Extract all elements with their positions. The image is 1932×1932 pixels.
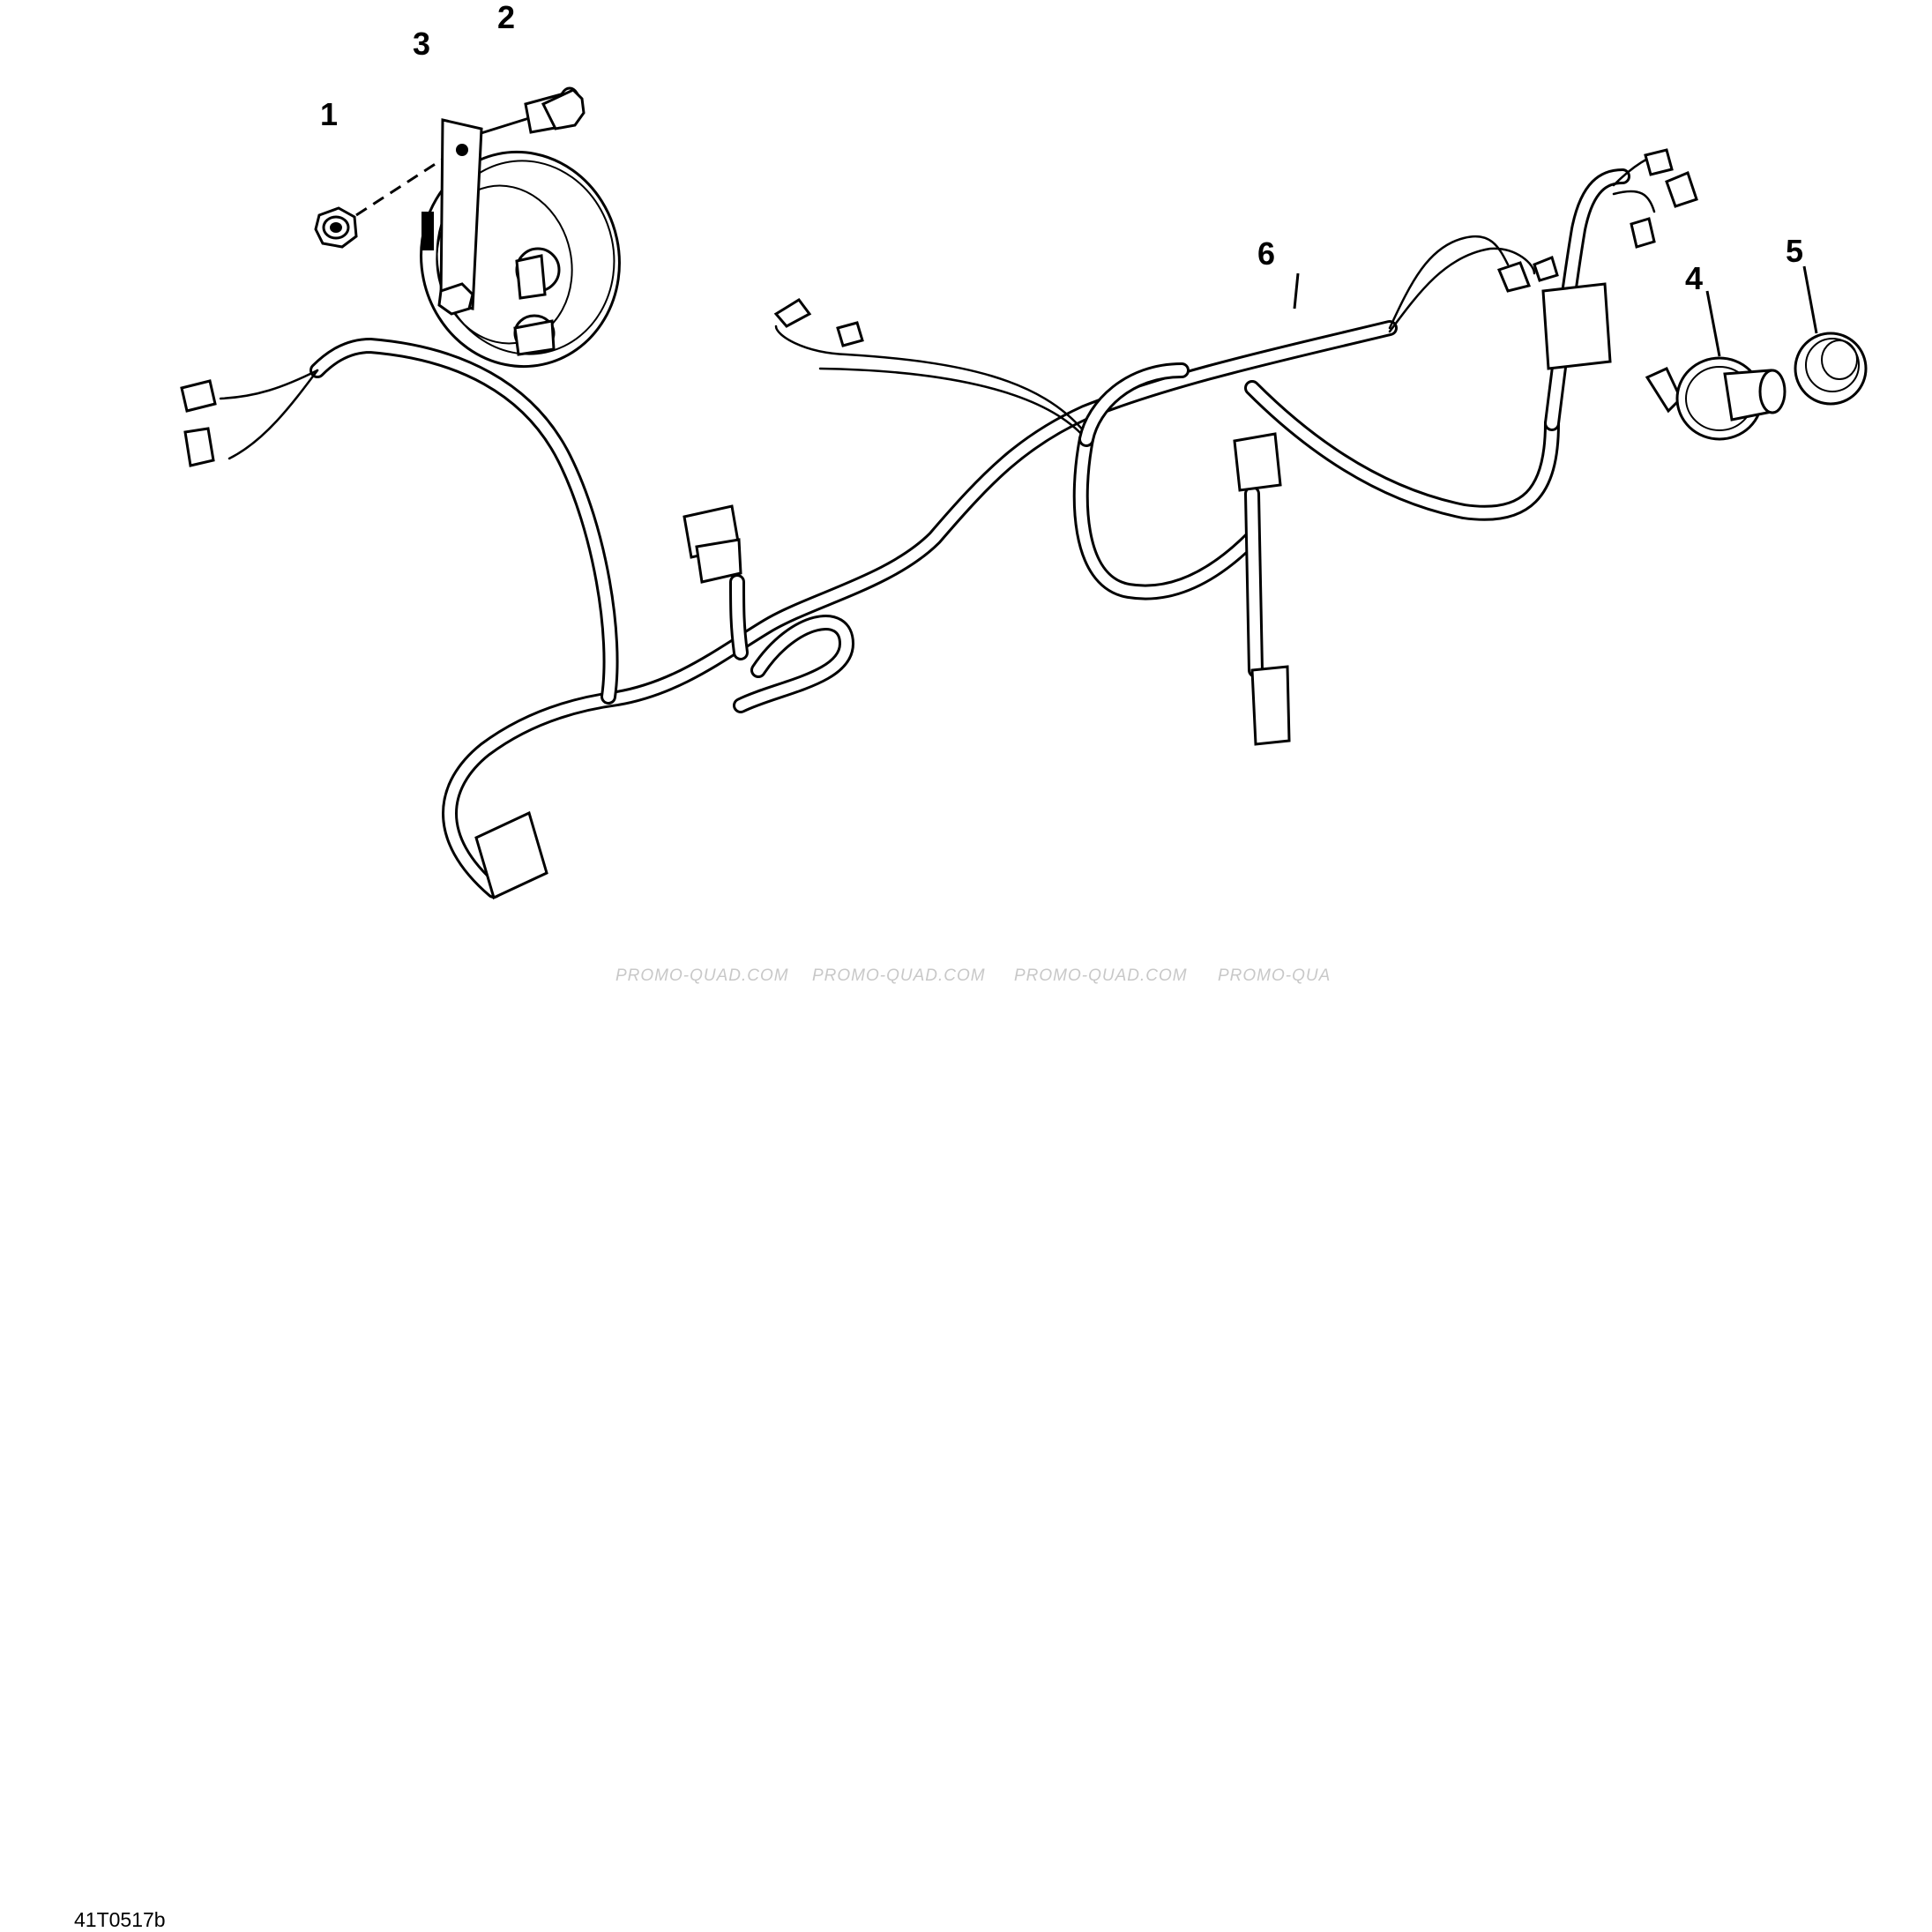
- part-5-cap: [1794, 265, 1868, 406]
- watermark: PROMO-QUAD.COM: [615, 966, 789, 985]
- callout-6: 6: [1257, 235, 1275, 272]
- part-2-bolt: [472, 86, 586, 138]
- part-4-switch: [1645, 290, 1787, 441]
- callout-2: 2: [497, 0, 515, 35]
- part-6-wiring-harness: [180, 148, 1698, 900]
- callout-1: 1: [320, 96, 338, 132]
- callout-5: 5: [1786, 233, 1803, 269]
- watermark: PROMO-QUAD.COM: [812, 966, 986, 985]
- callout-4: 4: [1685, 260, 1703, 296]
- figure-reference: 41T0517b: [74, 1908, 166, 1931]
- part-3-horn: [420, 118, 621, 369]
- part-1-nut: [314, 152, 452, 249]
- watermark: PROMO-QUA: [1218, 966, 1331, 985]
- callout-3: 3: [413, 26, 430, 62]
- watermark: PROMO-QUAD.COM: [1014, 966, 1188, 985]
